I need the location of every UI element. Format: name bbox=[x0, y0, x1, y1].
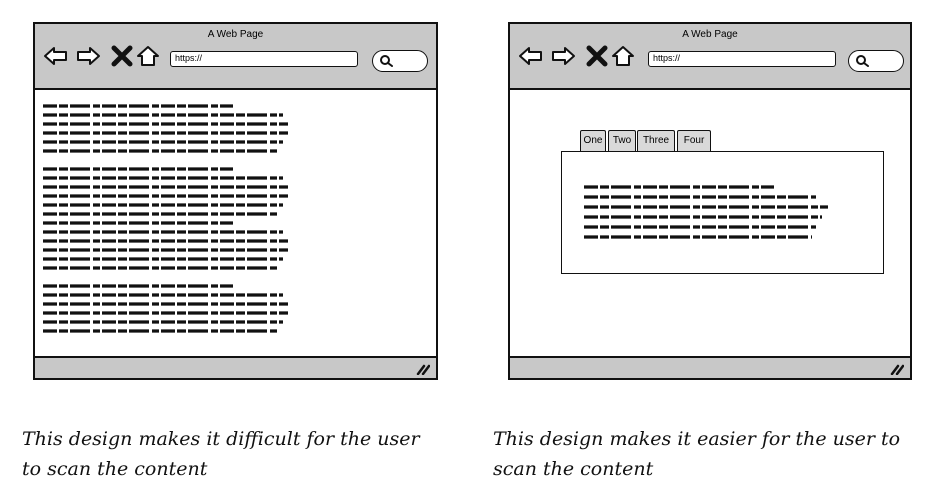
dense-text-block bbox=[43, 104, 288, 333]
close-x-icon[interactable] bbox=[109, 44, 135, 68]
browser-toolbar: A Web Page https:// bbox=[510, 24, 910, 90]
tab-panel-text bbox=[584, 185, 828, 239]
caption-left: This design makes it difficult for the u… bbox=[22, 428, 420, 480]
browser-window-right: A Web Page https:// One Two Three Four bbox=[508, 22, 912, 380]
back-arrow-icon[interactable] bbox=[518, 44, 544, 68]
search-icon bbox=[856, 55, 869, 67]
browser-toolbar: A Web Page https:// bbox=[35, 24, 436, 90]
forward-arrow-icon[interactable] bbox=[550, 44, 576, 68]
browser-window-left: A Web Page https:// bbox=[33, 22, 438, 380]
home-icon[interactable] bbox=[610, 44, 636, 68]
search-icon bbox=[380, 55, 393, 67]
window-title: A Web Page bbox=[682, 29, 738, 40]
back-arrow-icon[interactable] bbox=[43, 44, 69, 68]
search-button[interactable] bbox=[848, 50, 904, 72]
tab-panel bbox=[561, 151, 884, 274]
home-icon[interactable] bbox=[135, 44, 161, 68]
status-bar bbox=[510, 356, 910, 378]
url-input[interactable]: https:// bbox=[170, 51, 358, 67]
url-input[interactable]: https:// bbox=[648, 51, 836, 67]
search-button[interactable] bbox=[372, 50, 428, 72]
window-title: A Web Page bbox=[207, 29, 264, 40]
tab-one[interactable]: One bbox=[580, 130, 606, 152]
resize-grip-icon[interactable] bbox=[890, 363, 904, 375]
resize-grip-icon[interactable] bbox=[416, 363, 430, 375]
tab-four[interactable]: Four bbox=[677, 130, 711, 152]
caption-right: This design makes it easier for the user… bbox=[493, 428, 901, 480]
forward-arrow-icon[interactable] bbox=[75, 44, 101, 68]
tab-three[interactable]: Three bbox=[637, 130, 675, 152]
tab-two[interactable]: Two bbox=[608, 130, 636, 152]
status-bar bbox=[35, 356, 436, 378]
close-x-icon[interactable] bbox=[584, 44, 610, 68]
